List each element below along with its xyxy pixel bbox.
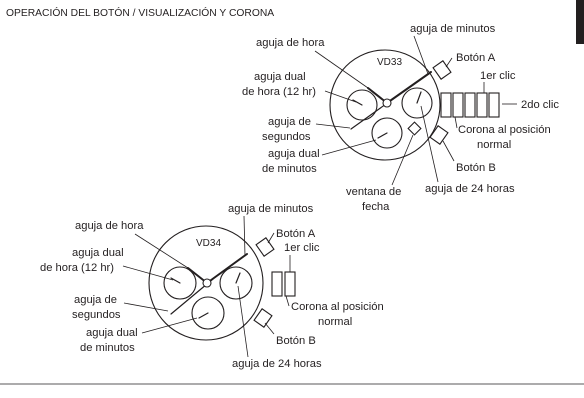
- vd34-label-dual-minute-2: de minutos: [80, 342, 135, 354]
- vd34-label-seconds-2: segundos: [72, 309, 121, 321]
- vd34-crown: [271, 271, 296, 297]
- vd34-label-hour-hand: aguja de hora: [75, 220, 144, 232]
- vd34-label-dual-minute-1: aguja dual: [86, 327, 138, 339]
- vd33-label-seconds-2: segundos: [262, 131, 311, 143]
- vd33-crown: [440, 92, 500, 118]
- vd33-center-pin: [382, 98, 392, 108]
- vd33-button-b: [429, 125, 449, 145]
- vd34-center-pin: [202, 278, 212, 288]
- vd33-date-window: [407, 121, 422, 136]
- vd34-label-dual-hour-1: aguja dual: [72, 247, 124, 259]
- vd33-label-second-click: 2do clic: [521, 99, 559, 111]
- vd34-label-button-a: Botón A: [276, 228, 316, 240]
- vd33-labels: aguja de minutos aguja de hora Botón A 1…: [242, 23, 559, 213]
- vd33-minute-hand: [386, 71, 432, 104]
- vd33-label-dual-minute-1: aguja dual: [268, 148, 320, 160]
- vd33-label-button-b: Botón B: [456, 162, 496, 174]
- vd33-label-date-1: ventana de: [346, 186, 401, 198]
- vd34-model: VD34: [196, 238, 221, 249]
- vd34-label-button-b: Botón B: [276, 335, 316, 347]
- vd34-button-b: [253, 308, 273, 328]
- vd33-button-a: [432, 60, 452, 80]
- vd34-label-minute-hand: aguja de minutos: [228, 203, 314, 215]
- vd33-model: VD33: [377, 57, 402, 68]
- vd33-label-button-a: Botón A: [456, 52, 496, 64]
- vd33-label-crown-2: normal: [477, 139, 511, 151]
- vd33-label-24h: aguja de 24 horas: [425, 183, 515, 195]
- vd34-label-dual-hour-2: de hora (12 hr): [40, 262, 114, 274]
- page-edge-tab: [576, 0, 584, 44]
- page-title: OPERACIÓN DEL BOTÓN / VISUALIZACIÓN Y CO…: [6, 6, 274, 19]
- vd33-label-dual-minute-2: de minutos: [262, 163, 317, 175]
- vd33-watch: VD33: [329, 49, 500, 161]
- vd34-button-a: [255, 237, 275, 257]
- vd33-label-dual-hour-2: de hora (12 hr): [242, 86, 316, 98]
- vd33-label-date-2: fecha: [362, 201, 390, 213]
- vd33-label-dual-hour-1: aguja dual: [254, 71, 306, 83]
- vd33-label-first-click: 1er clic: [480, 70, 516, 82]
- vd34-label-crown-2: normal: [318, 316, 352, 328]
- vd33-label-seconds-1: aguja de: [268, 116, 311, 128]
- vd33-label-hour-hand: aguja de hora: [256, 37, 325, 49]
- vd34-labels: aguja de minutos aguja de hora Botón A 1…: [40, 203, 384, 370]
- vd34-label-seconds-1: aguja de: [74, 294, 117, 306]
- vd33-label-minute-hand: aguja de minutos: [410, 23, 496, 35]
- vd34-watch: VD34: [148, 225, 296, 341]
- vd34-label-24h: aguja de 24 horas: [232, 358, 322, 370]
- vd34-minute-hand: [206, 253, 248, 284]
- vd33-label-crown-1: Corona al posición: [458, 124, 551, 136]
- vd34-label-first-click: 1er clic: [284, 242, 320, 254]
- vd34-label-crown-1: Corona al posición: [291, 301, 384, 313]
